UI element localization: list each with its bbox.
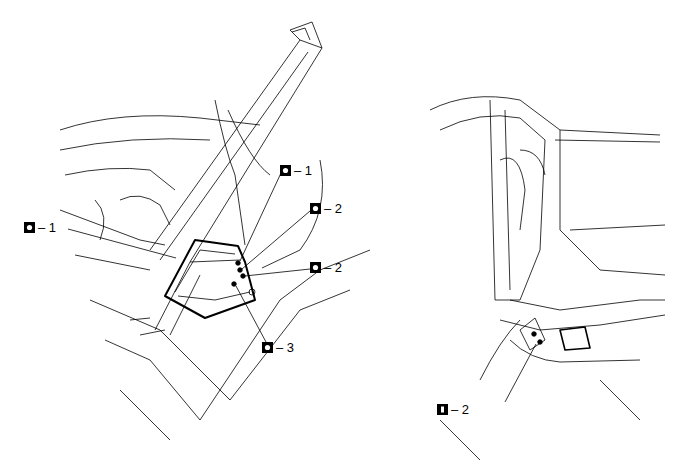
callout-number: – 3 [276, 341, 294, 355]
callout-number: – 2 [451, 403, 469, 417]
callout-number: – 1 [294, 164, 312, 178]
weld-symbols [24, 165, 448, 415]
callout-number: – 2 [324, 202, 342, 216]
callout-number: – 2 [324, 261, 342, 275]
callout-number: – 1 [38, 221, 56, 235]
